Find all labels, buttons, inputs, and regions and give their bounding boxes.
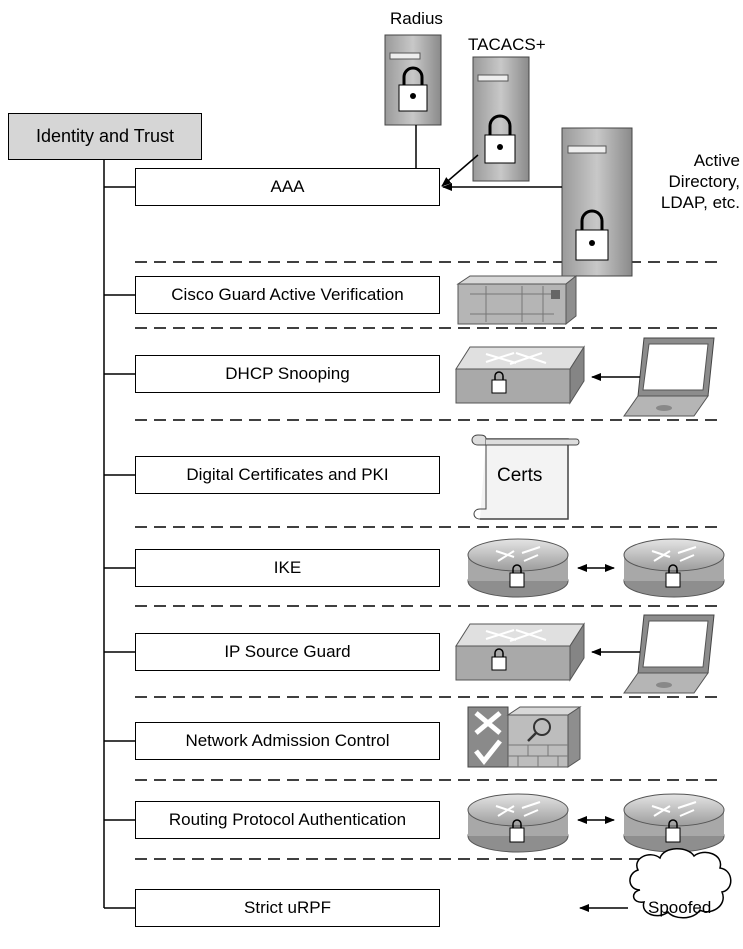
certs-label: Certs: [497, 465, 543, 486]
server-lock-icon: [561, 127, 633, 277]
router-lock-icon: [467, 793, 569, 853]
feature-aaa: AAA: [135, 168, 440, 206]
router-lock-icon: [467, 538, 569, 598]
root-node: Identity and Trust: [8, 113, 202, 160]
laptop-icon: [623, 614, 715, 694]
cloud-icon: [629, 848, 732, 919]
feature-ip-source-guard: IP Source Guard: [135, 633, 440, 671]
feature-cisco-guard: Cisco Guard Active Verification: [135, 276, 440, 314]
certificate-scroll-icon: [471, 434, 580, 520]
feature-ike: IKE: [135, 549, 440, 587]
feature-dhcp-snooping: DHCP Snooping: [135, 355, 440, 393]
nac-firewall-icon: [467, 706, 582, 768]
feature-urpf: Strict uRPF: [135, 889, 440, 927]
switch-lock-icon: [455, 345, 585, 405]
feature-pki: Digital Certificates and PKI: [135, 456, 440, 494]
server-lock-icon: [472, 56, 530, 182]
dashed-separators: [135, 261, 722, 860]
guard-appliance-icon: [456, 274, 578, 326]
directory-label-line3: LDAP, etc.: [660, 193, 740, 212]
spoofed-label: Spoofed: [648, 898, 712, 917]
directory-label-line2: Directory,: [668, 172, 740, 191]
router-lock-icon: [623, 538, 725, 598]
switch-lock-icon: [455, 622, 585, 682]
laptop-icon: [623, 337, 715, 417]
directory-label-line1: Active: [693, 151, 740, 170]
tacacs-label: TACACS+: [468, 35, 546, 54]
router-lock-icon: [623, 793, 725, 853]
feature-nac: Network Admission Control: [135, 722, 440, 760]
feature-routing-auth: Routing Protocol Authentication: [135, 801, 440, 839]
directory-label: Active Directory, LDAP, etc.: [636, 150, 740, 213]
radius-label: Radius: [390, 9, 443, 28]
server-lock-icon: [384, 34, 442, 126]
tree-connectors: [103, 160, 135, 909]
